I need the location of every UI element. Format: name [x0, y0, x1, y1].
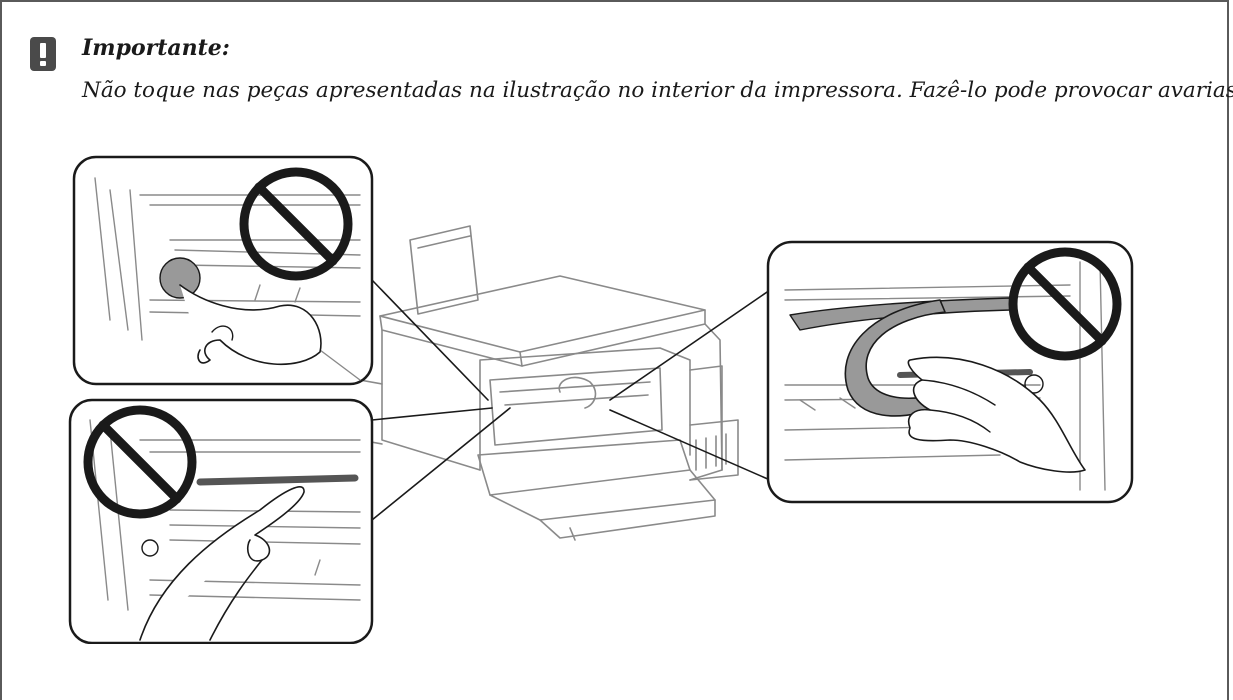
inset-top-left	[72, 155, 374, 386]
inset-bottom-left	[68, 398, 374, 644]
printer-illustration	[68, 155, 1134, 644]
inset-right	[766, 240, 1134, 504]
printer-body	[359, 225, 739, 541]
callout-lines	[371, 279, 771, 521]
notice-title: Importante:	[82, 35, 230, 61]
notice-text: Não toque nas peças apresentadas na ilus…	[82, 78, 1233, 103]
warning-exclamation-icon	[30, 37, 56, 71]
